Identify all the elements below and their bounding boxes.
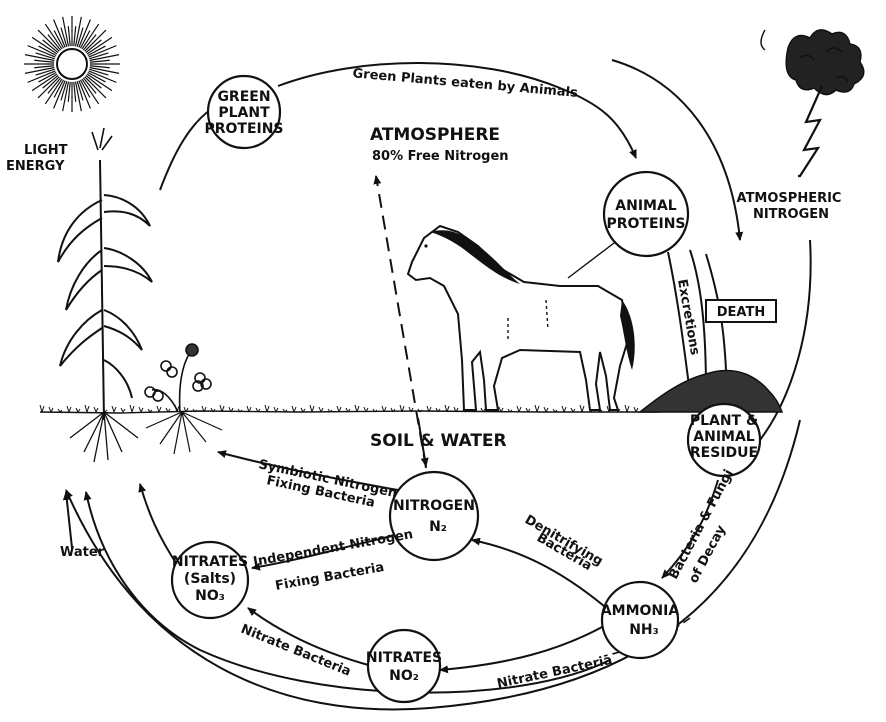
sun-icon [24,16,120,112]
ground-line [40,411,660,413]
svg-text:NITRATES: NITRATES [366,650,442,666]
node-nitrates-salts: NITRATES (Salts) NO₃ [172,542,248,618]
label-atmospheric-nitrogen: ATMOSPHERIC [737,191,842,206]
label-light-energy-2: ENERGY [6,159,65,174]
svg-text:ANIMAL: ANIMAL [615,198,677,214]
svg-text:N₂: N₂ [429,519,447,535]
svg-text:NITRATES: NITRATES [172,554,248,570]
node-green-plant-proteins: GREEN PLANT PROTEINS [204,76,283,148]
svg-text:PROTEINS: PROTEINS [606,216,685,232]
svg-text:NO₃: NO₃ [195,588,225,604]
svg-text:AMMONIA: AMMONIA [601,603,680,619]
svg-text:ANIMAL: ANIMAL [693,429,755,445]
label-atmosphere-title: ATMOSPHERE [370,125,500,145]
label-atmospheric-nitrogen-2: NITROGEN [753,207,829,222]
node-ammonia: AMMONIA NH₃ [601,582,680,658]
svg-text:GREEN: GREEN [217,89,270,105]
node-plant-animal-residue: PLANT & ANIMAL RESIDUE [688,404,760,476]
storm-cloud-icon [761,30,864,95]
node-nitrates-no2: NITRATES NO₂ [366,630,442,702]
clover-plant-icon [145,344,222,454]
label-water: Water [60,545,105,560]
label-soil-water: SOIL & WATER [370,431,507,451]
svg-text:DEATH: DEATH [717,305,765,320]
svg-text:RESIDUE: RESIDUE [690,445,758,461]
svg-text:PROTEINS: PROTEINS [204,121,283,137]
label-atmosphere-sub: 80% Free Nitrogen [372,149,509,164]
label-independent-2: Fixing Bacteria [274,560,385,594]
label-independent-1: Independent Nitrogen [252,527,414,570]
svg-text:PLANT: PLANT [218,105,270,121]
node-nitrogen: NITROGEN N₂ [390,472,478,560]
svg-text:(Salts): (Salts) [184,571,236,587]
label-light-energy: LIGHT [24,143,68,158]
svg-text:PLANT &: PLANT & [690,413,758,429]
svg-text:NH₃: NH₃ [629,622,659,638]
label-top-arc: Green Plants eaten by Animals [352,66,579,101]
label-excretions: Excretions [674,278,702,356]
lightning-icon [798,86,822,176]
svg-text:NO₂: NO₂ [389,668,419,684]
svg-text:NITROGEN: NITROGEN [393,498,475,514]
node-animal-proteins: ANIMAL PROTEINS [604,172,688,256]
death-box: DEATH [706,300,776,322]
